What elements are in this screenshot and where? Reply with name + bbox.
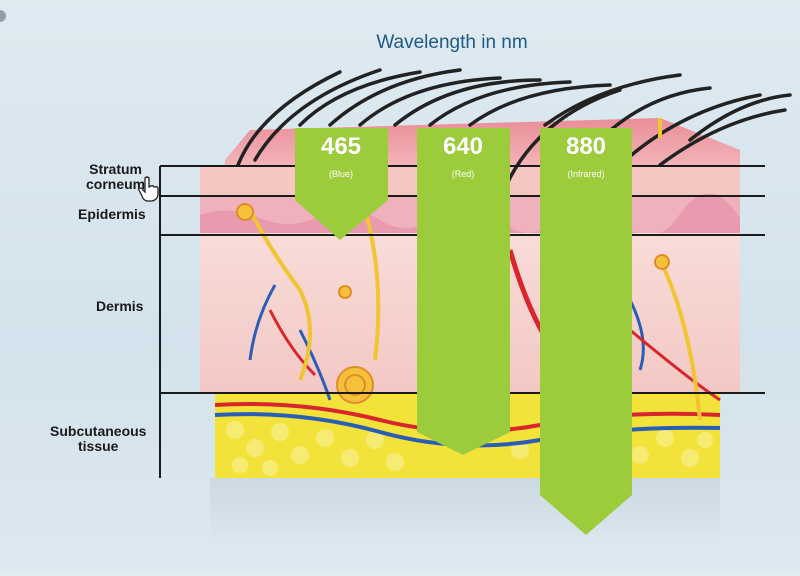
page-title: Wavelength in nm (352, 32, 552, 54)
hand-cursor-icon (138, 176, 160, 207)
label-subcutaneous: Subcutaneous tissue (50, 424, 146, 454)
label-line: Stratum (86, 162, 145, 177)
wavelength-color-label: (Red) (417, 169, 509, 179)
label-line: tissue (50, 439, 146, 454)
wavelength-880: 880 (Infrared) (540, 133, 632, 179)
label-line: corneum (86, 177, 145, 192)
wavelength-465: 465 (Blue) (295, 133, 387, 179)
label-epidermis: Epidermis (78, 207, 146, 222)
wavelength-value: 880 (540, 133, 632, 161)
hair-follicle-tip (658, 118, 662, 138)
label-dermis: Dermis (96, 299, 143, 314)
wavelength-color-label: (Infrared) (540, 169, 632, 179)
wavelength-value: 640 (417, 133, 509, 161)
wavelength-640: 640 (Red) (417, 133, 509, 179)
label-line: Epidermis (78, 207, 146, 222)
label-line: Dermis (96, 299, 143, 314)
arrow-880 (540, 128, 632, 535)
wavelength-value: 465 (295, 133, 387, 161)
reflection (210, 478, 720, 548)
wavelength-color-label: (Blue) (295, 169, 387, 179)
label-line: Subcutaneous (50, 424, 146, 439)
label-stratum-corneum: Stratum corneum (86, 162, 145, 192)
